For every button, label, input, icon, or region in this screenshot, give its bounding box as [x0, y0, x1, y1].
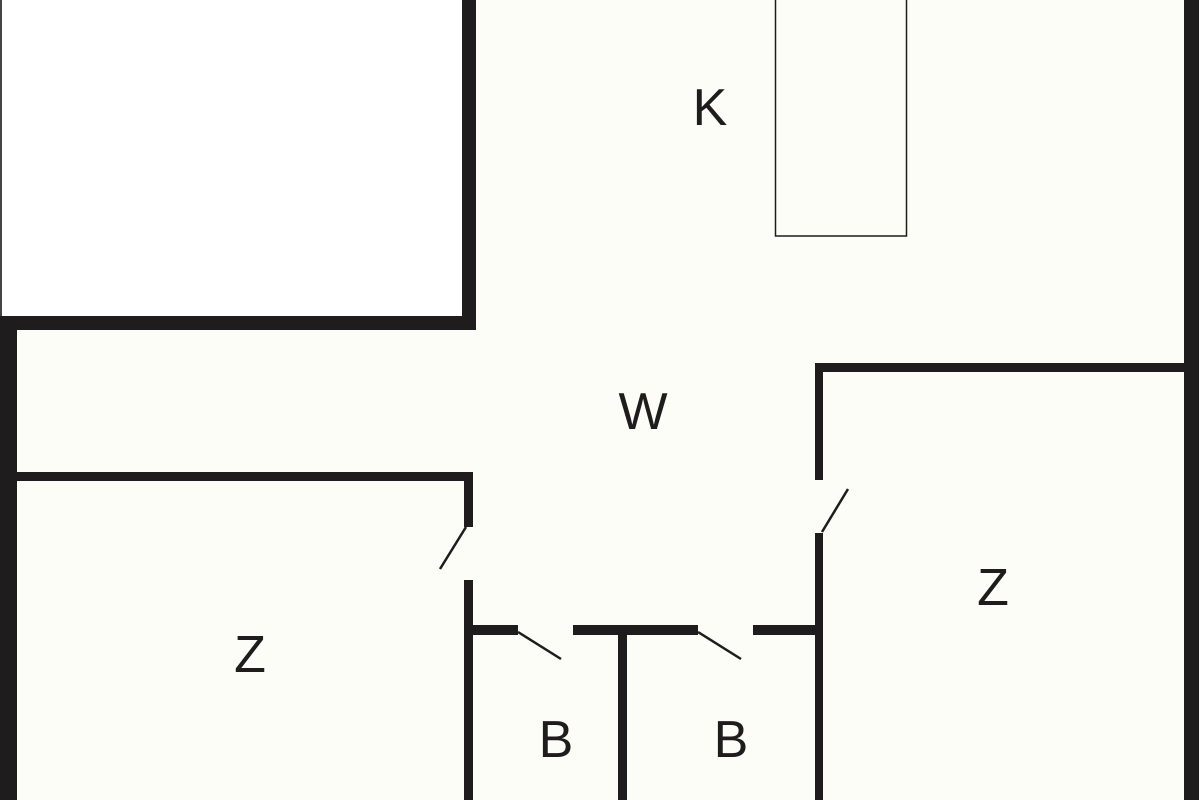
- door-bedroom-right[interactable]: [820, 488, 850, 533]
- wall-bedroom-left-right-upper: [464, 472, 473, 527]
- wall-outside-bottom: [0, 316, 476, 330]
- wall-bedroom-left-top: [17, 472, 473, 481]
- room-label-living: W: [618, 383, 668, 441]
- room-label-bedroom-left: Z: [234, 626, 266, 684]
- wall-right-outer: [1184, 0, 1199, 800]
- wall-outside-right: [462, 0, 476, 330]
- wall-bedroom-right-top: [815, 363, 1190, 372]
- wall-bedroom-right-left-lower: [815, 533, 823, 800]
- door-bathroom-left[interactable]: [517, 630, 562, 661]
- outside-area: [0, 0, 463, 317]
- wall-bath-top-3: [753, 625, 815, 635]
- wall-bath-divider: [618, 630, 627, 800]
- room-label-kitchen: K: [692, 79, 728, 137]
- kitchen-counter: [774, 0, 908, 237]
- wall-bath-top-1: [473, 625, 518, 635]
- room-label-bedroom-right: Z: [977, 559, 1009, 617]
- door-bathroom-right[interactable]: [697, 630, 742, 661]
- wall-bedroom-left-right-lower: [464, 580, 473, 800]
- room-label-bathroom-right: B: [713, 711, 749, 769]
- door-bedroom-left[interactable]: [438, 526, 468, 570]
- wall-left-outer: [0, 316, 17, 800]
- wall-bath-top-2: [573, 625, 698, 635]
- wall-bedroom-right-left-upper: [815, 363, 823, 480]
- room-label-bathroom-left: B: [538, 711, 574, 769]
